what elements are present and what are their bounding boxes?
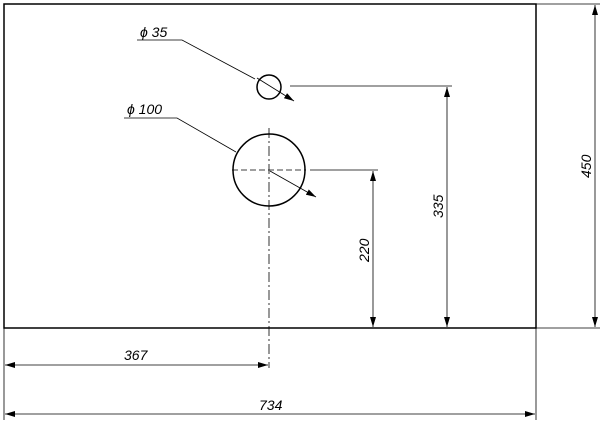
label-small-hole-diameter: ϕ 35 [140,24,167,40]
countertop-outline [3,3,537,329]
label-dim-450: 450 [578,154,594,178]
leader-small-hole-arrow [256,77,295,102]
leader-large-hole [124,117,237,153]
leader-small-hole [137,39,256,80]
label-dim-734: 734 [259,397,283,413]
label-large-hole-diameter: ϕ 100 [127,101,162,117]
leader-large-hole-arrow [269,170,317,198]
label-dim-335: 335 [430,194,446,218]
label-dim-367: 367 [124,347,149,363]
small-hole [256,74,282,100]
label-dim-220: 220 [356,238,372,263]
